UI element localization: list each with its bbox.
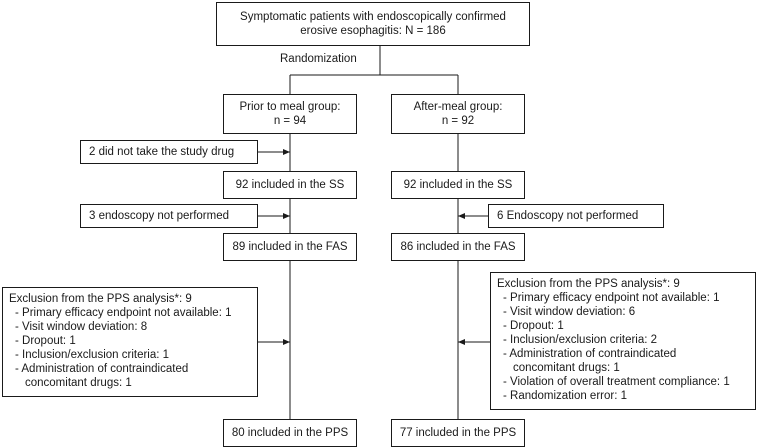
right-fas-box: 86 included in the FAS: [391, 233, 525, 261]
right-pps-exclusion-box: Exclusion from the PPS analysis*: 9 - Pr…: [490, 272, 756, 410]
enrollment-line1: Symptomatic patients with endoscopically…: [240, 11, 506, 23]
left-pps-exclusion-item: - Inclusion/exclusion criteria: 1: [15, 349, 170, 361]
left-pps-exclusion-box: Exclusion from the PPS analysis*: 9 - Pr…: [2, 287, 258, 397]
right-group-name: After-meal group:: [413, 101, 503, 113]
right-pps-box: 77 included in the PPS: [391, 419, 525, 447]
left-exclusion-endoscopy-box: 3 endoscopy not performed: [80, 204, 258, 228]
left-fas-box: 89 included in the FAS: [223, 233, 357, 261]
left-group-box: Prior to meal group: n = 94: [223, 94, 357, 134]
right-ss-text: 92 included in the SS: [403, 179, 513, 191]
right-pps-exclusion-item: concomitant drugs: 1: [513, 362, 620, 374]
left-exclusion-drug-box: 2 did not take the study drug: [80, 140, 258, 164]
right-pps-exclusion-item: - Inclusion/exclusion criteria: 2: [503, 334, 658, 346]
right-pps-exclusion-item: - Randomization error: 1: [503, 390, 627, 402]
left-ss-box: 92 included in the SS: [223, 171, 357, 199]
left-ss-text: 92 included in the SS: [235, 179, 345, 191]
randomization-label: Randomization: [280, 53, 357, 65]
left-group-n: n = 94: [273, 115, 307, 127]
left-exclusion-drug-text: 2 did not take the study drug: [89, 146, 235, 158]
left-pps-exclusion-title: Exclusion from the PPS analysis*: 9: [9, 293, 192, 305]
right-group-n: n = 92: [441, 115, 475, 127]
enrollment-box: Symptomatic patients with endoscopically…: [216, 2, 530, 46]
left-pps-exclusion-item: concomitant drugs: 1: [25, 377, 132, 389]
enrollment-line2: erosive esophagitis: N = 186: [300, 25, 446, 37]
right-exclusion-endoscopy-box: 6 Endoscopy not performed: [488, 204, 664, 228]
left-fas-text: 89 included in the FAS: [232, 241, 348, 253]
right-pps-exclusion-title: Exclusion from the PPS analysis*: 9: [497, 278, 680, 290]
right-pps-exclusion-item: - Visit window deviation: 6: [503, 306, 636, 318]
left-pps-exclusion-item: - Primary efficacy endpoint not availabl…: [15, 307, 232, 319]
left-pps-box: 80 included in the PPS: [223, 419, 357, 447]
left-pps-exclusion-item: - Visit window deviation: 8: [15, 321, 148, 333]
right-pps-exclusion-item: - Violation of overall treatment complia…: [503, 376, 730, 388]
right-ss-box: 92 included in the SS: [391, 171, 525, 199]
right-pps-exclusion-item: - Administration of contraindicated: [503, 348, 677, 360]
left-pps-exclusion-item: - Administration of contraindicated: [15, 363, 189, 375]
right-group-box: After-meal group: n = 92: [391, 94, 525, 134]
left-group-name: Prior to meal group:: [239, 101, 341, 113]
left-pps-exclusion-item: - Dropout: 1: [15, 335, 76, 347]
left-exclusion-endoscopy-text: 3 endoscopy not performed: [89, 210, 230, 222]
left-pps-text: 80 included in the PPS: [231, 427, 349, 439]
right-exclusion-endoscopy-text: 6 Endoscopy not performed: [497, 210, 639, 222]
right-pps-text: 77 included in the PPS: [399, 427, 517, 439]
right-pps-exclusion-item: - Primary efficacy endpoint not availabl…: [503, 292, 720, 304]
right-fas-text: 86 included in the FAS: [400, 241, 516, 253]
right-pps-exclusion-item: - Dropout: 1: [503, 320, 564, 332]
